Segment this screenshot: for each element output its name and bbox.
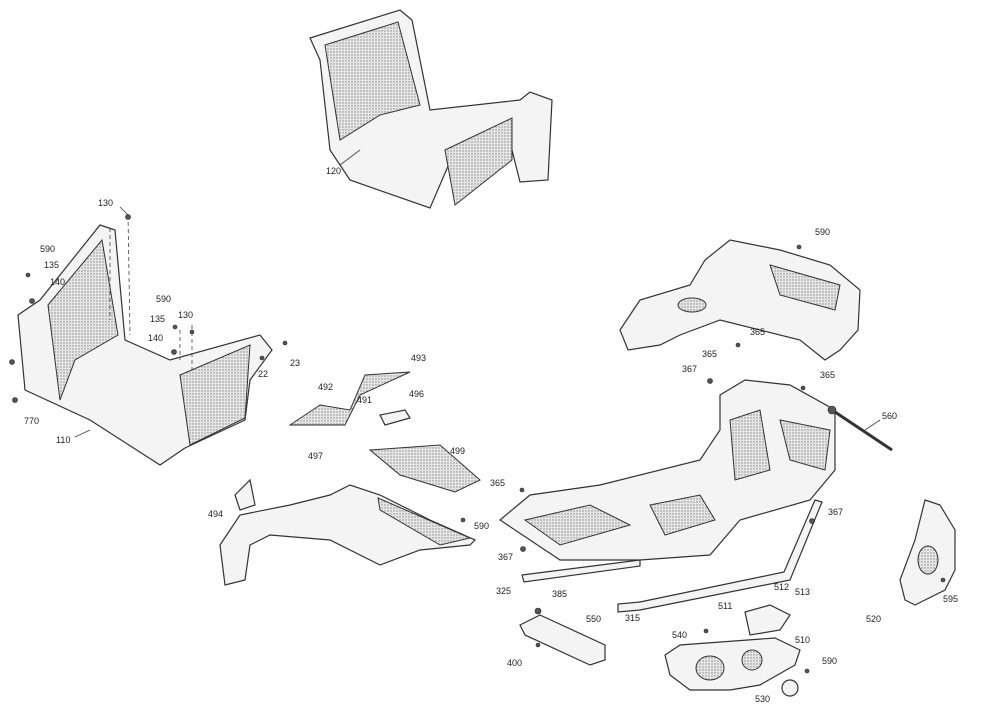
callout-130: 130: [178, 310, 194, 320]
callout-365: 365: [490, 478, 506, 488]
callout-140: 140: [148, 333, 164, 343]
callout-496: 496: [409, 389, 425, 399]
callout-550: 550: [586, 614, 602, 624]
callout-120: 120: [326, 166, 342, 176]
part-front-fender: [219, 484, 477, 586]
callout-135: 135: [44, 260, 60, 270]
callout-492: 492: [318, 382, 334, 392]
callout-367: 367: [682, 364, 698, 374]
callout-385: 385: [552, 589, 568, 599]
callout-23: 23: [290, 358, 301, 368]
callout-130: 130: [98, 198, 114, 208]
callout-365: 365: [820, 370, 836, 380]
callout-770: 770: [24, 416, 40, 426]
callout-590: 590: [822, 656, 838, 666]
callout-511: 511: [718, 601, 733, 611]
part-560-rod: [827, 405, 893, 452]
callout-325: 325: [496, 586, 512, 596]
part-110-footwell-lower: [17, 206, 273, 466]
part-rear-rack: [498, 379, 836, 613]
callout-590: 590: [40, 244, 56, 254]
callout-400: 400: [507, 658, 523, 668]
part-550-bar: [519, 614, 606, 666]
callout-499: 499: [450, 446, 466, 456]
callout-365: 365: [750, 327, 766, 337]
callout-590: 590: [156, 294, 172, 304]
callout-491: 491: [357, 395, 373, 405]
callout-595: 595: [943, 594, 959, 604]
callout-110: 110: [56, 435, 71, 445]
callout-497: 497: [308, 451, 324, 461]
callout-315: 315: [625, 613, 641, 623]
callout-512: 512: [774, 582, 790, 592]
callout-365: 365: [702, 349, 718, 359]
part-120-footwell-upper: [309, 9, 553, 209]
callout-520: 520: [866, 614, 882, 624]
callout-513: 513: [795, 587, 811, 597]
callout-540: 540: [672, 630, 688, 640]
callout-560: 560: [882, 411, 898, 421]
part-49x-brackets: [234, 371, 481, 511]
callout-510: 510: [795, 635, 811, 645]
callout-590: 590: [474, 521, 490, 531]
callout-22: 22: [258, 369, 269, 379]
callout-367: 367: [828, 507, 844, 517]
part-510-tail-light: [664, 604, 801, 697]
fasteners: [9, 214, 946, 674]
part-520-light-housing: [899, 499, 956, 606]
callout-367: 367: [498, 552, 514, 562]
callout-494: 494: [208, 509, 224, 519]
part-rear-fender: [619, 239, 861, 361]
callout-493: 493: [411, 353, 427, 363]
callout-140: 140: [50, 277, 66, 287]
callout-530: 530: [755, 694, 771, 704]
callout-135: 135: [150, 314, 166, 324]
callout-590: 590: [815, 227, 831, 237]
